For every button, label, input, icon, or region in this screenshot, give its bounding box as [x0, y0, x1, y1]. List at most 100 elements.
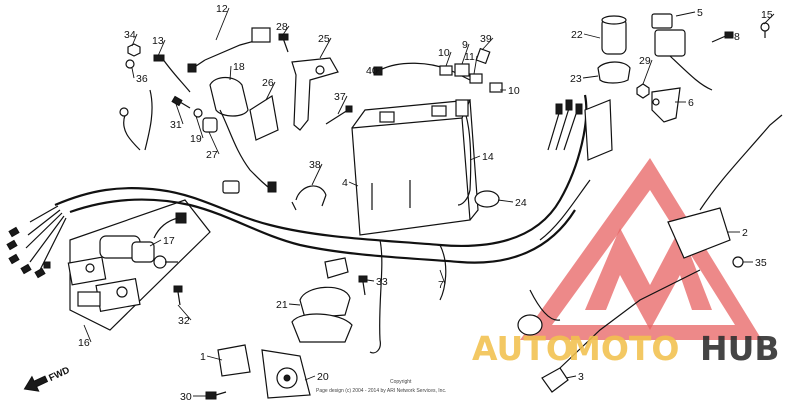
watermark-logo — [520, 158, 762, 340]
part-8-terminal — [711, 31, 734, 43]
callout-label-30: 30 — [180, 391, 192, 403]
part-22-relay — [601, 15, 627, 55]
leader-line-16 — [83, 324, 92, 343]
callout-label-10: 10 — [438, 47, 450, 59]
leader-line-40 — [375, 69, 380, 73]
part-5-switch — [651, 13, 713, 91]
leader-line-15 — [763, 13, 775, 25]
callout-label-37: 37 — [334, 91, 346, 103]
callout-label-40: 40 — [366, 65, 378, 77]
part-17-ignition-switch — [99, 212, 187, 269]
right-harness-connectors — [547, 99, 613, 161]
callout-label-9: 9 — [462, 39, 468, 51]
leader-line-17 — [149, 239, 162, 247]
leader-line-9 — [461, 43, 470, 65]
leader-line-4 — [348, 181, 359, 187]
part-13-cable — [144, 54, 191, 151]
leader-line-28 — [281, 25, 290, 37]
callout-label-4: 4 — [342, 177, 348, 189]
watermark-m-icon — [585, 228, 712, 330]
part-11-fuse — [469, 73, 483, 84]
callout-label-6: 6 — [688, 97, 694, 109]
callout-label-25: 25 — [318, 33, 330, 45]
leader-line-29 — [642, 59, 653, 85]
callout-label-17: 17 — [163, 235, 175, 247]
callout-label-38: 38 — [309, 159, 321, 171]
callout-label-32: 32 — [178, 315, 190, 327]
watermark-hub: HUB — [700, 329, 780, 368]
leader-line-27 — [208, 131, 220, 155]
leader-line-22 — [583, 33, 601, 39]
part-32-bolt — [173, 285, 183, 306]
callout-label-39: 39 — [480, 33, 492, 45]
callout-label-12: 12 — [216, 3, 228, 15]
part-1-grommet — [217, 344, 251, 377]
part-4-battery — [351, 99, 479, 236]
callout-label-13: 13 — [152, 35, 164, 47]
part-26-bracket — [249, 95, 279, 141]
callout-label-26: 26 — [262, 77, 274, 89]
part-2-unit — [667, 114, 783, 259]
callout-label-35: 35 — [755, 257, 767, 269]
leader-line-33 — [366, 279, 375, 282]
leader-line-24 — [497, 199, 514, 203]
part-23-band — [597, 61, 631, 84]
part-38-clamp — [291, 185, 327, 211]
callout-label-15: 15 — [761, 9, 773, 21]
callout-label-28: 28 — [276, 21, 288, 33]
part-29-nut — [636, 83, 650, 99]
part-25-bracket — [291, 57, 339, 131]
part-12-lead — [187, 27, 271, 73]
leader-line-10 — [445, 51, 452, 67]
callout-label-1: 1 — [200, 351, 206, 363]
part-16-assembly — [67, 199, 211, 331]
leader-line-13 — [157, 39, 166, 57]
leader-line-7 — [439, 269, 446, 285]
callout-label-14: 14 — [482, 151, 494, 163]
leader-line-31 — [175, 103, 184, 125]
watermark-wordmark: AUTO MOTO HUB — [472, 329, 780, 368]
callout-label-31: 31 — [170, 119, 182, 131]
part-31-bolt — [171, 95, 191, 109]
callout-label-22: 22 — [571, 29, 583, 41]
leader-line-38 — [311, 163, 323, 186]
arrow-left-icon — [23, 375, 49, 392]
leader-line-34 — [131, 33, 138, 47]
callout-label-5: 5 — [697, 7, 703, 19]
fwd-label: FWD — [47, 365, 71, 384]
callout-label-21: 21 — [276, 299, 288, 311]
leader-line-39 — [481, 37, 494, 51]
leader-line-12 — [215, 7, 230, 41]
leader-line-20 — [304, 375, 316, 381]
copyright-line-2: Page design (c) 2004 - 2014 by ARI Netwo… — [316, 388, 446, 394]
leader-line-37 — [337, 95, 348, 115]
leader-line-11 — [473, 55, 478, 75]
part-39-spare-fuse — [475, 47, 491, 65]
part-27-grommet — [202, 117, 218, 133]
callout-label-3: 3 — [578, 371, 584, 383]
watermark-auto: AUTO — [472, 329, 574, 368]
leader-line-26 — [265, 81, 276, 101]
callout-label-2: 2 — [742, 227, 748, 239]
part-30-bolt — [205, 391, 227, 400]
leader-line-21 — [288, 303, 301, 306]
left-ground-strap — [119, 107, 141, 151]
callout-label-19: 19 — [190, 133, 202, 145]
callout-label-7: 7 — [438, 279, 444, 291]
leader-line-25 — [319, 37, 332, 59]
copyright-line-1: Copyright — [390, 379, 412, 385]
part-37-bolt — [325, 105, 353, 125]
callout-label-8: 8 — [734, 31, 740, 43]
part-24-fuse — [474, 190, 500, 208]
part-connector-small — [222, 180, 240, 194]
part-34-nut — [127, 43, 141, 57]
leader-line-5 — [675, 11, 696, 17]
leader-line-23 — [582, 75, 599, 79]
callout-label-34: 34 — [124, 29, 136, 41]
main-wire-harness — [54, 94, 591, 354]
watermark-triangle-icon — [520, 158, 762, 340]
callout-label-33: 33 — [376, 276, 388, 288]
forward-arrow: FWD — [23, 365, 72, 392]
part-35-nut — [732, 256, 744, 268]
